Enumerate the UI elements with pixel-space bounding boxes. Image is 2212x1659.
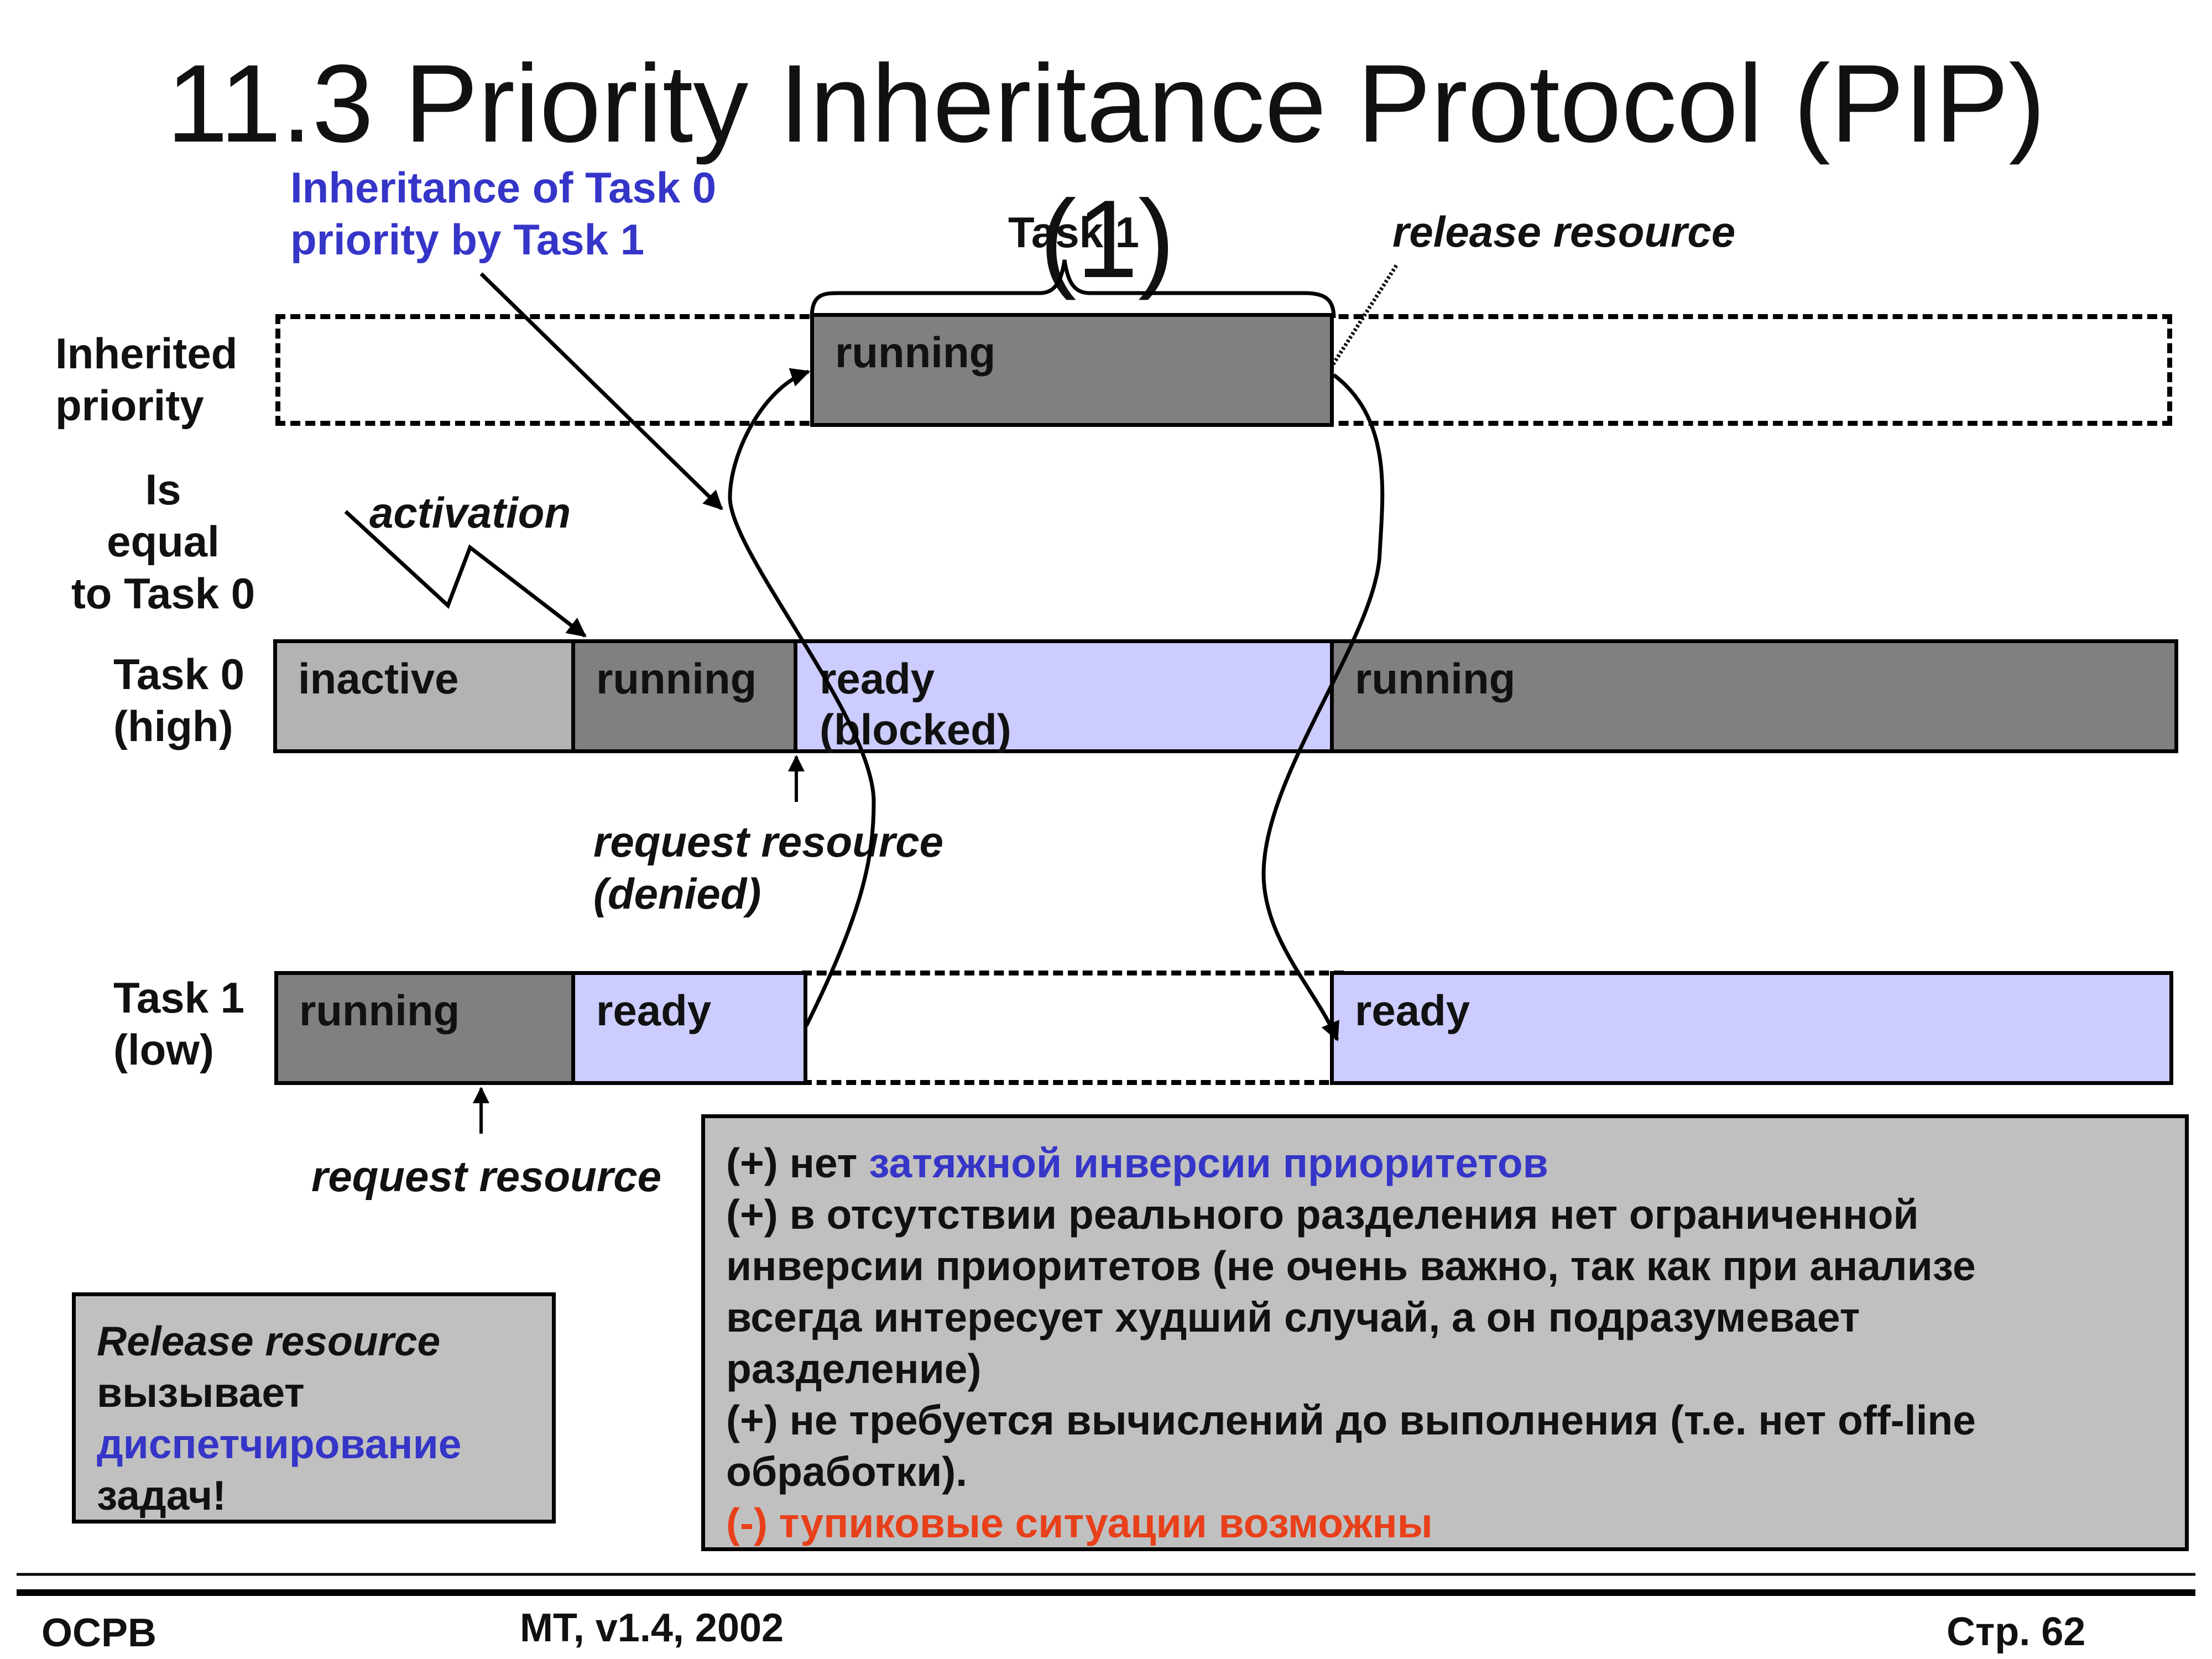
task0-label-line1: Task 0 <box>113 650 245 698</box>
footer-left: ОСРВ <box>41 1611 157 1655</box>
is-equal-line1: Is <box>145 465 181 514</box>
task1-to-inherited-arrow <box>728 368 876 1027</box>
pros-cons-line2: (+) в отсутствии реального разделения не… <box>726 1191 1919 1238</box>
task1-label-line2: (low) <box>113 1025 214 1074</box>
is-equal-label: Is equal to Task 0 <box>66 463 260 619</box>
release-note-box: Release resource вызывает диспетчировани… <box>72 1292 556 1524</box>
inherited-running-segment: running <box>810 313 1334 427</box>
activation-annotation: activation <box>369 488 571 537</box>
task1-running-segment: running <box>274 971 575 1085</box>
inheritance-line1: Inheritance of Task 0 <box>290 163 717 212</box>
task0-inactive-label: inactive <box>298 654 459 703</box>
task0-running-segment-2: running <box>1330 639 2178 753</box>
task0-inactive-segment: inactive <box>273 639 575 753</box>
inherited-label-line1: Inherited <box>55 329 238 378</box>
release-note-line2: вызывает <box>97 1369 305 1416</box>
task0-running-label-1: running <box>596 654 757 703</box>
inherited-label-line2: priority <box>55 381 204 430</box>
task0-ready-label: ready <box>820 654 935 703</box>
is-equal-line3: to Task 0 <box>71 569 255 618</box>
inheritance-arrow <box>479 272 723 510</box>
activation-lightning <box>344 510 587 638</box>
inherited-priority-label: Inherited priority <box>55 327 237 431</box>
pros-cons-line3: инверсии приоритетов (не очень важно, та… <box>726 1243 1976 1289</box>
page-title: 11.3 Priority Inheritance Protocol (PIP) <box>0 44 2212 163</box>
request-resource-annotation: request resource <box>311 1152 661 1201</box>
inherited-to-task1-arrow <box>1261 373 1385 1042</box>
task1-running-label: running <box>299 986 460 1035</box>
task1-ready-segment-2: ready <box>1330 971 2173 1085</box>
task1-ready-segment-1: ready <box>571 971 807 1085</box>
task1-blocked-lane <box>802 971 1344 1085</box>
pros-cons-box: (+) нет затяжной инверсии приоритетов (+… <box>701 1114 2189 1551</box>
pros-cons-line4: всегда интересует худший случай, а он по… <box>726 1294 1860 1340</box>
page-title-line2: (1) <box>1040 178 1175 301</box>
footer-center: МТ, v1.4, 2002 <box>520 1606 784 1650</box>
is-equal-line2: equal <box>107 517 220 566</box>
release-resource-pointer <box>1331 264 1398 366</box>
release-note-line1: Release resource <box>97 1318 441 1364</box>
task1-ready-label-1: ready <box>596 986 712 1035</box>
pros-cons-line1: (+) нет затяжной инверсии приоритетов <box>726 1138 2164 1189</box>
request-denied-line1: request resource <box>593 817 943 866</box>
release-resource-annotation: release resource <box>1392 207 1736 256</box>
task0-row-label: Task 0 (high) <box>113 648 244 752</box>
release-note-line4: задач! <box>97 1472 226 1519</box>
pros-cons-line6: (+) не требуется вычислений до выполнени… <box>726 1397 1976 1443</box>
pros-cons-line8: (-) тупиковые ситуации возможны <box>726 1500 1433 1546</box>
release-note-line3: диспетчирование <box>97 1421 462 1467</box>
inherited-running-label: running <box>835 328 996 377</box>
request-resource-denied-annotation: request resource (denied) <box>593 816 943 920</box>
pros-cons-line5: разделение) <box>726 1345 982 1392</box>
pros-line1-prefix: (+) нет <box>726 1140 869 1186</box>
task1-brace <box>810 259 1336 319</box>
task1-ready-label-2: ready <box>1355 986 1470 1035</box>
footer-right: Стр. 62 <box>1947 1610 2086 1654</box>
task1-label-line1: Task 1 <box>113 973 245 1022</box>
inheritance-line2: priority by Task 1 <box>290 215 645 264</box>
pros-cons-line7: обработки). <box>726 1448 968 1495</box>
task0-label-line2: (high) <box>113 702 233 750</box>
inheritance-annotation: Inheritance of Task 0 priority by Task 1 <box>290 161 716 265</box>
pros-line1-highlight: затяжной инверсии приоритетов <box>869 1140 1548 1186</box>
task1-brace-label: Task 1 <box>1008 208 1140 257</box>
task1-row-label: Task 1 (low) <box>113 972 244 1076</box>
page-title-line1: 11.3 Priority Inheritance Protocol (PIP) <box>166 42 2046 165</box>
request-denied-line2: (denied) <box>593 869 761 918</box>
task0-running-label-2: running <box>1355 654 1516 703</box>
